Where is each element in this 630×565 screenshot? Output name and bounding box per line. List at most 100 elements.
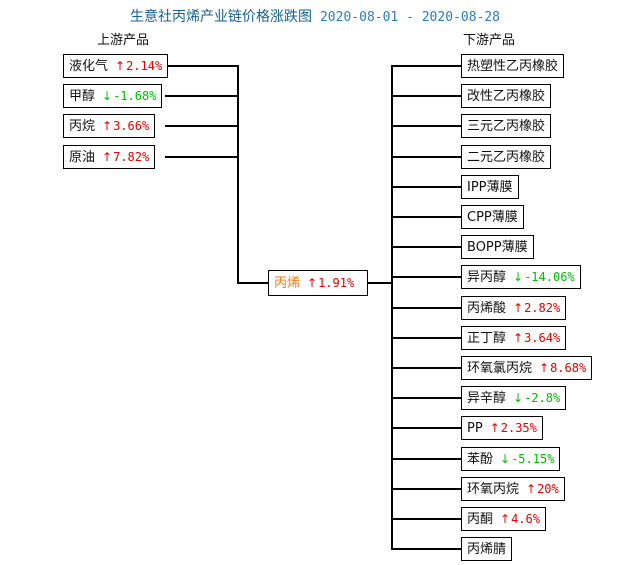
downstream-node-12[interactable]: 异辛醇 ↓-2.8% — [461, 386, 567, 410]
node-change-value: ↓-2.8% — [513, 391, 561, 405]
node-label: 原油 — [69, 149, 96, 165]
downstream-node-16[interactable]: 丙酮 ↑4.6% — [461, 507, 546, 531]
connector-line-horizontal — [391, 518, 461, 520]
node-label: 苯酚 — [467, 451, 494, 467]
node-change-value: ↑3.64% — [513, 331, 561, 345]
upstream-node-4[interactable]: 原油 ↑7.82% — [63, 145, 156, 169]
node-change-value: ↑1.91% — [307, 276, 355, 290]
downstream-node-6[interactable]: CPP薄膜 — [461, 205, 524, 229]
downstream-node-11[interactable]: 环氧氯丙烷 ↑8.68% — [461, 356, 593, 380]
node-change-value: ↓-5.15% — [500, 452, 555, 466]
connector-line-horizontal — [391, 246, 461, 248]
node-label: 二元乙丙橡胶 — [467, 149, 546, 165]
connector-line-horizontal — [165, 125, 239, 127]
chart-date-range: 2020-08-01 - 2020-08-28 — [319, 10, 500, 25]
downstream-node-13[interactable]: PP ↑2.35% — [461, 416, 543, 440]
node-label: 丙烯酸 — [467, 300, 507, 316]
node-change-value: ↑2.35% — [489, 421, 537, 435]
downstream-node-1[interactable]: 热塑性乙丙橡胶 — [461, 54, 565, 78]
node-change-value: ↓-14.06% — [513, 270, 575, 284]
arrow-up-icon: ↑ — [307, 276, 318, 290]
downstream-node-9[interactable]: 丙烯酸 ↑2.82% — [461, 296, 567, 320]
connector-line-horizontal — [391, 216, 461, 218]
arrow-up-icon: ↑ — [489, 421, 500, 435]
node-change-value: ↑7.82% — [102, 150, 150, 164]
connector-line-horizontal — [391, 186, 461, 188]
node-change-value: ↓-1.68% — [102, 89, 157, 103]
downstream-node-4[interactable]: 二元乙丙橡胶 — [461, 145, 552, 169]
node-change-value: ↑8.68% — [539, 361, 587, 375]
downstream-node-15[interactable]: 环氧丙烷 ↑20% — [461, 477, 565, 501]
arrow-down-icon: ↓ — [500, 452, 511, 466]
arrow-up-icon: ↑ — [500, 512, 511, 526]
upstream-node-1[interactable]: 液化气 ↑2.14% — [63, 54, 169, 78]
node-label: BOPP薄膜 — [467, 239, 528, 255]
node-label: CPP薄膜 — [467, 209, 518, 225]
node-label: 正丁醇 — [467, 330, 507, 346]
connector-line-horizontal — [391, 95, 461, 97]
downstream-node-3[interactable]: 三元乙丙橡胶 — [461, 114, 552, 138]
connector-line-horizontal — [165, 95, 239, 97]
downstream-node-8[interactable]: 异丙醇 ↓-14.06% — [461, 265, 581, 289]
node-change-value: ↑2.82% — [513, 301, 561, 315]
node-label: 甲醇 — [69, 88, 96, 104]
downstream-node-5[interactable]: IPP薄膜 — [461, 175, 519, 199]
upstream-node-2[interactable]: 甲醇 ↓-1.68% — [63, 84, 163, 108]
node-label: 热塑性乙丙橡胶 — [467, 58, 559, 74]
downstream-node-10[interactable]: 正丁醇 ↑3.64% — [461, 326, 567, 350]
node-label: 丙酮 — [467, 511, 494, 527]
connector-line-horizontal — [165, 156, 239, 158]
arrow-up-icon: ↑ — [513, 331, 524, 345]
upstream-node-3[interactable]: 丙烷 ↑3.66% — [63, 114, 156, 138]
arrow-up-icon: ↑ — [102, 119, 113, 133]
node-label: 液化气 — [69, 58, 109, 74]
connector-line-horizontal — [237, 282, 268, 284]
node-label: 三元乙丙橡胶 — [467, 118, 546, 134]
node-label: 异丙醇 — [467, 269, 507, 285]
node-label: 丙烷 — [69, 118, 96, 134]
connector-line-horizontal — [165, 65, 239, 67]
connector-line-horizontal — [391, 458, 461, 460]
node-label: 环氧丙烷 — [467, 481, 520, 497]
node-label: 丙烯腈 — [467, 541, 507, 557]
connector-line-horizontal — [391, 548, 461, 550]
connector-line-horizontal — [391, 276, 461, 278]
arrow-down-icon: ↓ — [513, 270, 524, 284]
upstream-column-header: 上游产品 — [97, 33, 150, 48]
connector-line-vertical — [391, 65, 393, 550]
arrow-down-icon: ↓ — [102, 89, 113, 103]
node-label: 改性乙丙橡胶 — [467, 88, 546, 104]
connector-line-horizontal — [391, 125, 461, 127]
center-node-propylene[interactable]: 丙烯 ↑1.91% — [268, 270, 368, 296]
connector-line-horizontal — [391, 488, 461, 490]
node-label: 环氧氯丙烷 — [467, 360, 533, 376]
connector-line-horizontal — [368, 282, 393, 284]
downstream-column-header: 下游产品 — [463, 33, 516, 48]
chart-title-bar: 生意社丙烯产业链价格涨跌图 2020-08-01 - 2020-08-28 — [0, 6, 630, 26]
connector-line-horizontal — [391, 427, 461, 429]
downstream-node-2[interactable]: 改性乙丙橡胶 — [461, 84, 552, 108]
node-label: 丙烯 — [274, 275, 301, 291]
connector-line-horizontal — [391, 337, 461, 339]
connector-line-horizontal — [391, 367, 461, 369]
node-label: PP — [467, 420, 483, 436]
downstream-node-7[interactable]: BOPP薄膜 — [461, 235, 534, 259]
node-change-value: ↑20% — [526, 482, 559, 496]
connector-line-horizontal — [391, 156, 461, 158]
connector-line-horizontal — [391, 307, 461, 309]
arrow-up-icon: ↑ — [102, 150, 113, 164]
node-label: 异辛醇 — [467, 390, 507, 406]
connector-line-horizontal — [391, 397, 461, 399]
connector-line-horizontal — [391, 65, 461, 67]
node-change-value: ↑4.6% — [500, 512, 540, 526]
node-change-value: ↑3.66% — [102, 119, 150, 133]
chart-title: 生意社丙烯产业链价格涨跌图 — [129, 9, 312, 25]
arrow-up-icon: ↑ — [115, 59, 126, 73]
downstream-node-17[interactable]: 丙烯腈 — [461, 537, 513, 561]
node-label: IPP薄膜 — [467, 179, 513, 195]
node-change-value: ↑2.14% — [115, 59, 163, 73]
arrow-up-icon: ↑ — [539, 361, 550, 375]
connector-line-vertical — [237, 65, 239, 284]
downstream-node-14[interactable]: 苯酚 ↓-5.15% — [461, 447, 561, 471]
arrow-up-icon: ↑ — [513, 301, 524, 315]
